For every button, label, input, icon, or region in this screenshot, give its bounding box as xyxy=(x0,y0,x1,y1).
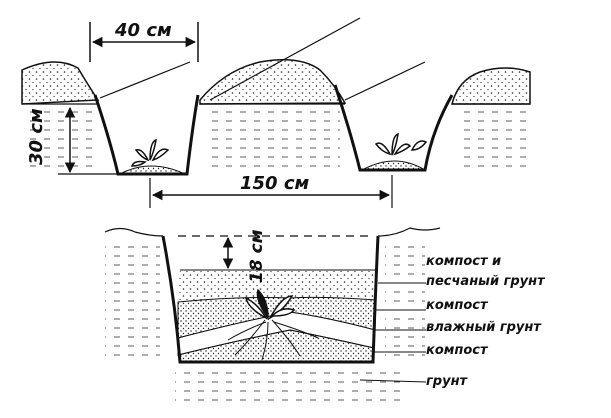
plant-right-icon xyxy=(376,134,426,155)
legend-compost-sand-1: компост и xyxy=(426,254,501,270)
cover-line-left xyxy=(100,62,190,98)
dim-spacing-label: 150 см xyxy=(240,173,310,194)
top-trenches: 40 см 30 см 150 см xyxy=(22,18,530,208)
trench-right-compost xyxy=(362,161,425,170)
legend-compost-2: компост xyxy=(426,343,488,359)
legend-wet-soil: влажный грунт xyxy=(426,320,541,336)
dim-bed-depth-label: 18 см xyxy=(247,229,267,283)
legend-soil: грунт xyxy=(426,374,467,390)
topsoil-left xyxy=(22,62,98,104)
legend-compost-1: компост xyxy=(426,298,488,314)
topsoil-right xyxy=(452,68,530,104)
dim-width-label: 40 см xyxy=(114,20,172,41)
plant-left-icon xyxy=(132,140,168,166)
trench-left-walls xyxy=(95,95,198,174)
dim-depth-label: 30 см xyxy=(26,108,47,165)
bed-cross-section: 18 см xyxy=(105,228,440,403)
trench-right-walls xyxy=(335,85,452,170)
cover-line-right xyxy=(345,62,425,100)
legend-compost-sand-2: песчаный грунт xyxy=(426,274,545,290)
trench-left-compost xyxy=(120,166,185,174)
